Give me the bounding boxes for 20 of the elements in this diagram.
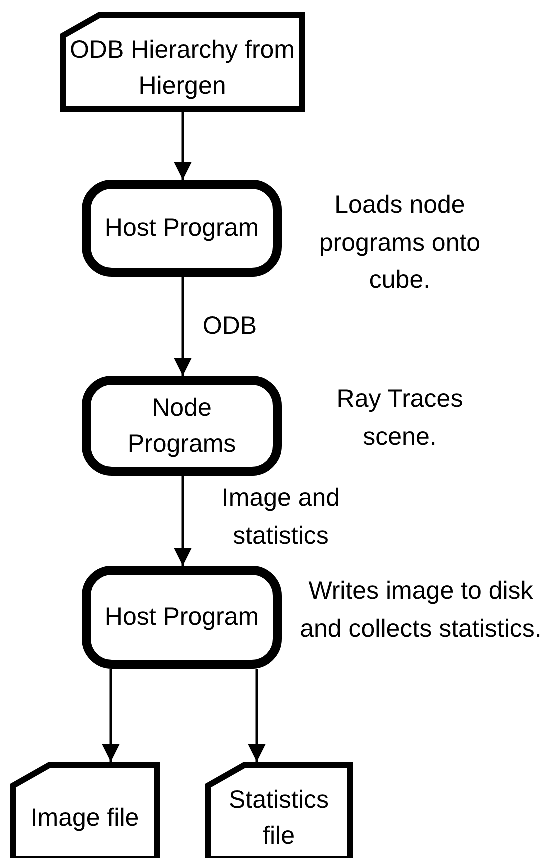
document-shape xyxy=(205,762,353,858)
node-annotation: Loads node programs onto cube. xyxy=(318,190,482,296)
process-box xyxy=(82,566,282,669)
node-label: Node Programs xyxy=(126,392,238,460)
process-box xyxy=(82,180,282,277)
node-label: Image file xyxy=(30,802,140,834)
arrow xyxy=(174,277,192,376)
arrow xyxy=(174,476,192,566)
document-shape xyxy=(10,762,160,858)
arrow xyxy=(102,669,120,762)
arrow xyxy=(248,669,266,762)
node-annotation: Ray Traces scene. xyxy=(336,384,464,452)
node-label: ODB Hierarchy from Hiergen xyxy=(68,34,296,102)
document-shape xyxy=(60,12,305,112)
node-label: Host Program xyxy=(104,213,260,244)
node-annotation: Writes image to disk and collects statistics. xyxy=(299,576,543,644)
node-label: Statistics file xyxy=(228,784,330,852)
node-label: Host Program xyxy=(104,602,260,634)
process-box xyxy=(82,376,282,476)
arrow xyxy=(174,112,192,180)
